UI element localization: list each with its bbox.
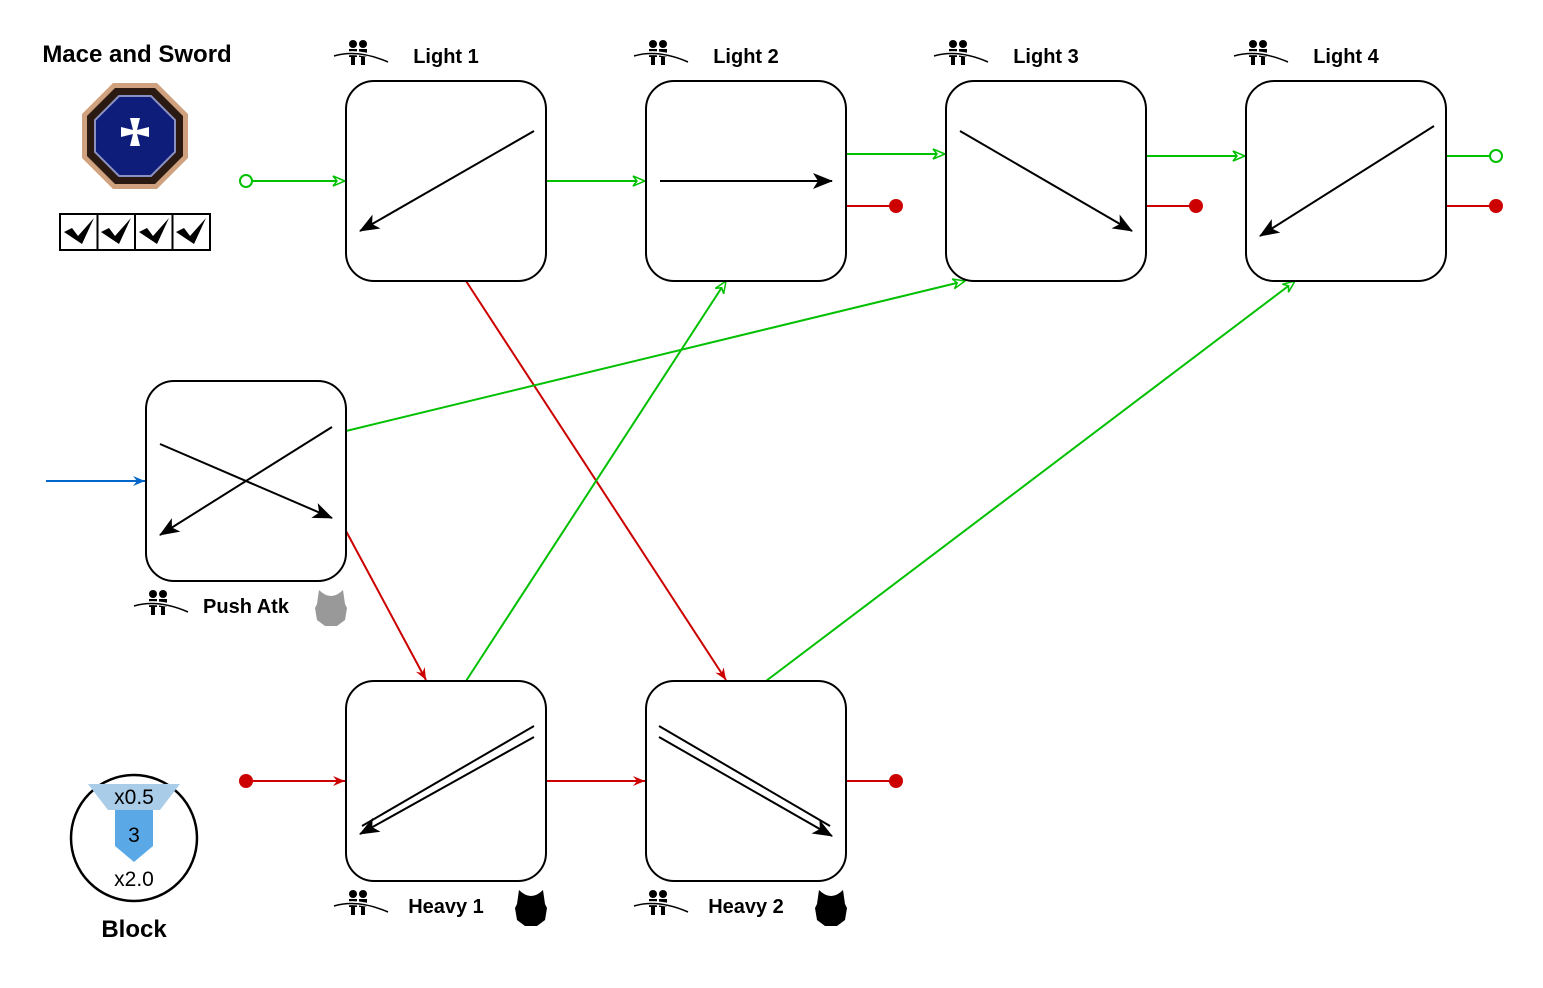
direction-arrow xyxy=(359,130,535,232)
node-label: Light 2 xyxy=(713,46,779,68)
direction-arrow xyxy=(959,130,1133,232)
node-label: Push Atk xyxy=(203,596,290,618)
node-label: Heavy 2 xyxy=(708,896,784,918)
players-icon xyxy=(632,888,690,917)
players-icon xyxy=(632,38,690,67)
edge-heavy2-light4 xyxy=(765,281,1295,682)
players-icon xyxy=(132,588,190,617)
weapon-title: Mace and Sword xyxy=(42,41,231,68)
start-point-heavy xyxy=(239,774,253,788)
players-icon xyxy=(932,38,990,67)
node-heavy1[interactable]: Heavy 1 xyxy=(332,680,547,926)
armor-icon xyxy=(815,890,847,926)
direction-arrow xyxy=(359,736,535,835)
node-light2[interactable]: Light 2 xyxy=(632,38,847,282)
weapon-icon xyxy=(82,83,188,189)
direction-arrow xyxy=(658,736,833,837)
players-icon xyxy=(332,38,390,67)
node-label: Light 1 xyxy=(413,46,479,68)
armor-icon xyxy=(315,590,347,626)
direction-arrow xyxy=(1259,125,1435,237)
start-point-light xyxy=(239,174,253,188)
players-icon xyxy=(1232,38,1290,67)
node-light1[interactable]: Light 1 xyxy=(332,38,547,282)
edge-push-heavy1 xyxy=(345,530,427,681)
check-icon xyxy=(139,218,169,244)
node-label: Heavy 1 xyxy=(408,896,484,918)
edge-push-light3 xyxy=(345,281,965,432)
node-push-atk[interactable]: Push Atk xyxy=(132,380,347,626)
edge-heavy1-light2 xyxy=(465,281,726,682)
check-icon xyxy=(64,218,94,244)
node-label: Light 4 xyxy=(1313,46,1379,68)
end-point-light xyxy=(1489,149,1503,163)
combo-checks xyxy=(59,213,211,251)
direction-arrow xyxy=(159,426,333,536)
node-heavy2[interactable]: Heavy 2 xyxy=(632,680,847,926)
block-label: Block xyxy=(101,916,167,943)
node-light4[interactable]: Light 4 xyxy=(1232,38,1447,282)
block-indicator: x0.5 3 x2.0 Block xyxy=(69,773,199,943)
block-bottom-multiplier: x2.0 xyxy=(114,868,154,891)
check-icon xyxy=(176,218,206,244)
armor-icon xyxy=(515,890,547,926)
edges xyxy=(46,150,1503,788)
players-icon xyxy=(332,888,390,917)
node-light3[interactable]: Light 3 xyxy=(932,38,1147,282)
block-value: 3 xyxy=(128,824,140,847)
check-icon xyxy=(101,218,131,244)
block-top-multiplier: x0.5 xyxy=(114,786,154,809)
node-label: Light 3 xyxy=(1013,46,1079,68)
